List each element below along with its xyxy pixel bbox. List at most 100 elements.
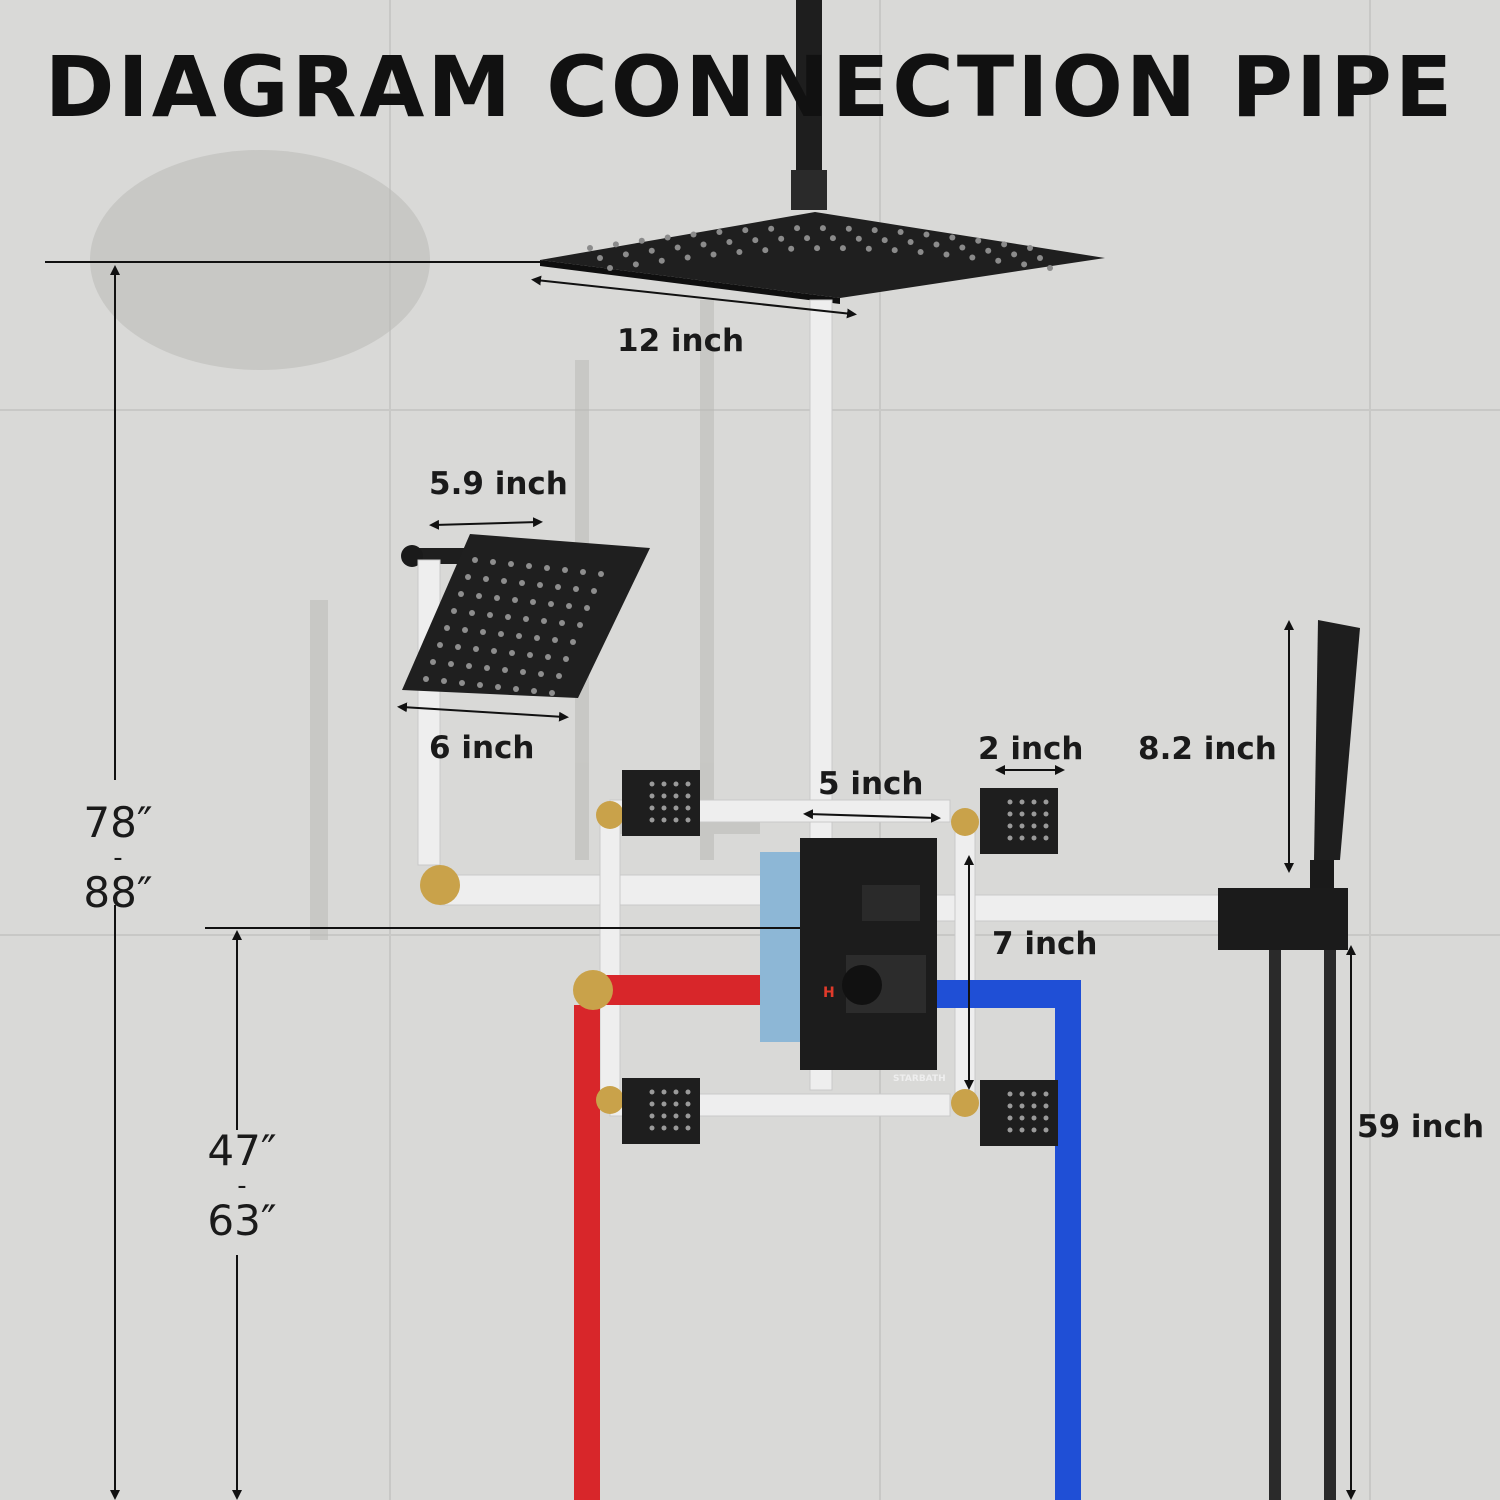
valve-height-range: 47″ - 63″ bbox=[182, 1124, 302, 1248]
nozzle-dot bbox=[814, 245, 821, 252]
nozzle-dot bbox=[472, 557, 478, 563]
nozzle-dot bbox=[788, 245, 795, 252]
nozzle-dot bbox=[534, 635, 540, 641]
nozzle-dot bbox=[1007, 1091, 1013, 1097]
nozzle-dot bbox=[1031, 1127, 1037, 1133]
nozzle-dot bbox=[1043, 811, 1049, 817]
nozzle-dot bbox=[1031, 799, 1037, 805]
nozzle-dot bbox=[483, 576, 489, 582]
nozzle-dot bbox=[480, 629, 486, 635]
nozzle-dot bbox=[549, 690, 555, 696]
wall-shadows bbox=[90, 150, 760, 940]
side-arm-length-label: 5.9 inch bbox=[429, 466, 568, 502]
nozzle-dot bbox=[1043, 823, 1049, 829]
nozzle-dot bbox=[1043, 1091, 1049, 1097]
nozzle-dot bbox=[794, 225, 801, 232]
nozzle-dot bbox=[1031, 835, 1037, 841]
nozzle-dot bbox=[649, 781, 655, 787]
nozzle-dot bbox=[444, 625, 450, 631]
valve-height-min: 47″ bbox=[207, 1126, 277, 1175]
nozzle-dot bbox=[1043, 799, 1049, 805]
nozzle-dot bbox=[458, 591, 464, 597]
nozzle-dot bbox=[917, 249, 924, 256]
nozzle-dot bbox=[975, 237, 982, 244]
nozzle-dot bbox=[871, 227, 878, 234]
nozzle-dot bbox=[584, 605, 590, 611]
nozzle-dot bbox=[907, 239, 914, 246]
nozzle-dot bbox=[673, 1101, 679, 1107]
nozzle-dot bbox=[1031, 1091, 1037, 1097]
nozzle-dot bbox=[541, 618, 547, 624]
nozzle-dot bbox=[649, 817, 655, 823]
nozzle-dot bbox=[501, 578, 507, 584]
nozzle-dot bbox=[638, 237, 645, 244]
nozzle-dot bbox=[742, 227, 749, 234]
nozzle-dot bbox=[865, 245, 872, 252]
nozzle-dot bbox=[509, 650, 515, 656]
nozzle-dot bbox=[1007, 1127, 1013, 1133]
nozzle-dot bbox=[685, 817, 691, 823]
nozzle-dot bbox=[577, 622, 583, 628]
nozzle-dot bbox=[685, 1125, 691, 1131]
nozzle-dot bbox=[1007, 799, 1013, 805]
nozzle-dot bbox=[441, 678, 447, 684]
nozzle-dot bbox=[649, 1125, 655, 1131]
nozzle-dot bbox=[1037, 255, 1043, 261]
nozzle-dot bbox=[685, 1101, 691, 1107]
nozzle-dot bbox=[674, 244, 681, 251]
ceiling-height-max: 88″ bbox=[83, 868, 153, 917]
nozzle-dot bbox=[664, 234, 671, 241]
nozzle-dot bbox=[591, 588, 597, 594]
nozzle-dot bbox=[498, 631, 504, 637]
nozzle-dot bbox=[516, 633, 522, 639]
nozzle-dot bbox=[685, 805, 691, 811]
nozzle-dot bbox=[673, 793, 679, 799]
nozzle-dot bbox=[673, 805, 679, 811]
nozzle-dot bbox=[455, 644, 461, 650]
nozzle-dot bbox=[513, 686, 519, 692]
nozzle-dot bbox=[459, 680, 465, 686]
nozzle-dot bbox=[490, 559, 496, 565]
nozzle-dot bbox=[839, 245, 846, 252]
nozzle-dot bbox=[570, 639, 576, 645]
brass-fittings bbox=[420, 801, 979, 1117]
nozzle-dot bbox=[923, 231, 930, 238]
nozzle-dot bbox=[1019, 1127, 1025, 1133]
nozzle-dot bbox=[959, 244, 966, 251]
nozzle-dot bbox=[700, 241, 707, 248]
hot-water-pipe bbox=[574, 975, 780, 1500]
nozzle-dot bbox=[685, 1089, 691, 1095]
nozzle-dot bbox=[804, 235, 811, 242]
nozzle-dot bbox=[466, 663, 472, 669]
nozzle-dot bbox=[649, 1089, 655, 1095]
nozzle-dot bbox=[673, 1089, 679, 1095]
body-jets bbox=[622, 770, 1058, 1146]
nozzle-dot bbox=[855, 235, 862, 242]
nozzle-dot bbox=[1043, 1127, 1049, 1133]
nozzle-dot bbox=[673, 1113, 679, 1119]
nozzle-dot bbox=[661, 805, 667, 811]
nozzle-dot bbox=[1019, 823, 1025, 829]
nozzle-dot bbox=[448, 661, 454, 667]
nozzle-dot bbox=[1011, 251, 1018, 258]
cold-water-pipe bbox=[935, 980, 1081, 1500]
nozzle-dot bbox=[526, 563, 532, 569]
nozzle-dot bbox=[555, 584, 561, 590]
ceiling-height-range: 78″ - 88″ bbox=[58, 796, 178, 920]
ceiling-height-min: 78″ bbox=[83, 798, 153, 847]
nozzle-dot bbox=[778, 235, 785, 242]
nozzle-dot bbox=[752, 237, 759, 244]
nozzle-dot bbox=[995, 257, 1002, 264]
nozzle-dot bbox=[649, 1101, 655, 1107]
valve-to-jet-label: 7 inch bbox=[992, 926, 1098, 962]
nozzle-dot bbox=[649, 1113, 655, 1119]
nozzle-dot bbox=[597, 255, 603, 261]
nozzle-dot bbox=[661, 793, 667, 799]
nozzle-dot bbox=[673, 1125, 679, 1131]
nozzle-dot bbox=[685, 1113, 691, 1119]
nozzle-dot bbox=[537, 582, 543, 588]
nozzle-dot bbox=[477, 682, 483, 688]
nozzle-dot bbox=[530, 599, 536, 605]
nozzle-dot bbox=[1019, 835, 1025, 841]
